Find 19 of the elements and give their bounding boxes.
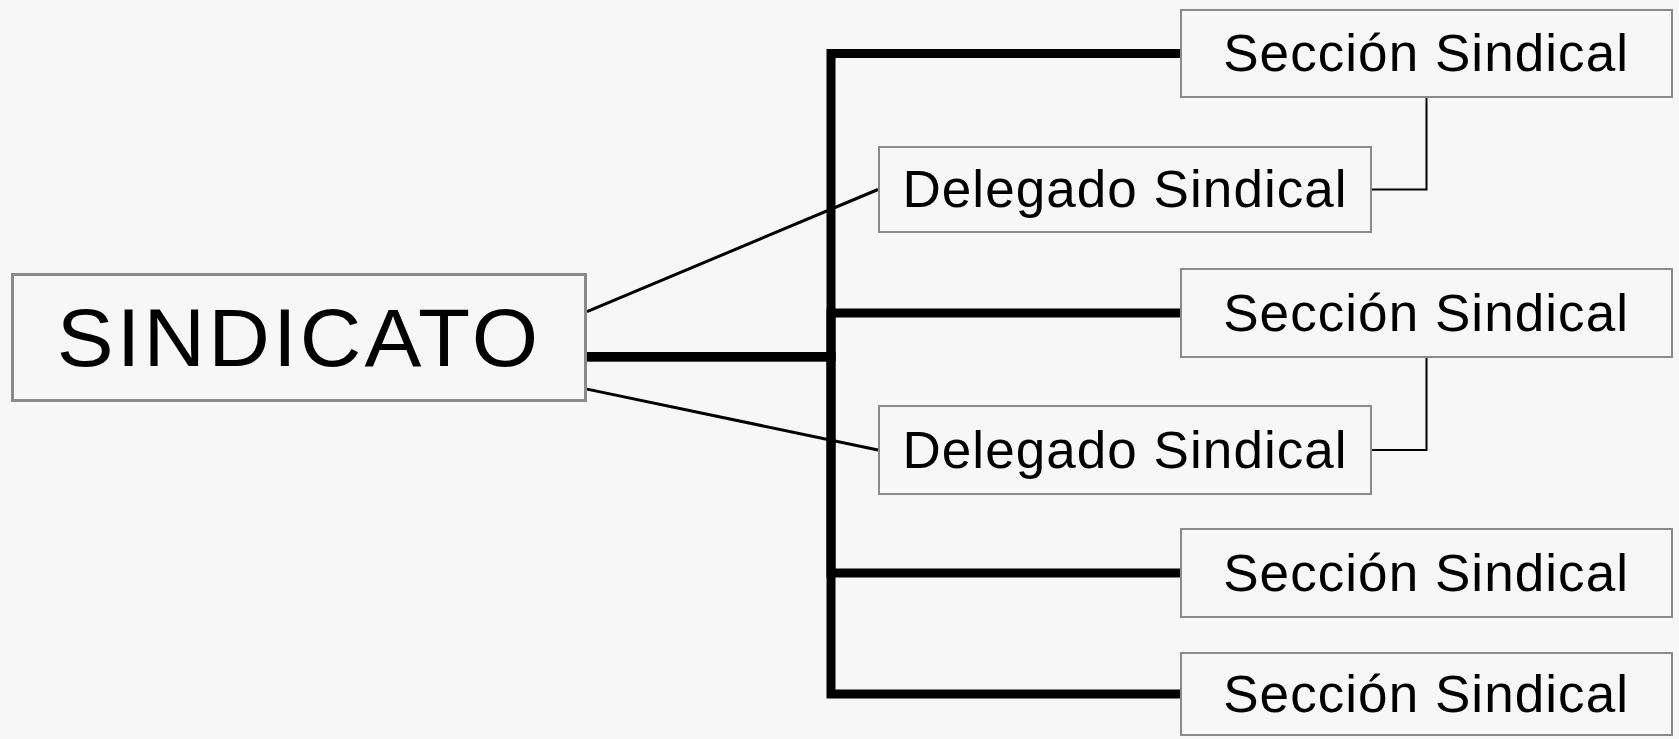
node-label: Sección Sindical: [1223, 664, 1630, 724]
connector-line: [1371, 357, 1428, 451]
connector-line: [1371, 97, 1428, 191]
org-box: [878, 146, 1372, 233]
node-label: SINDICATO: [56, 290, 542, 385]
node-label: Sección Sindical: [1223, 543, 1630, 603]
root-box: [11, 273, 587, 402]
org-box: [878, 405, 1372, 495]
org-box: [1180, 528, 1673, 618]
connector-line: [586, 387, 879, 452]
org-box: [1180, 268, 1673, 358]
connector-line: [587, 352, 1180, 699]
org-box: [1180, 652, 1673, 736]
org-box: [1180, 9, 1673, 98]
node-label: Delegado Sindical: [902, 160, 1348, 219]
node-label: Sección Sindical: [1223, 24, 1630, 83]
node-label: Delegado Sindical: [902, 420, 1348, 480]
node-label: Sección Sindical: [1223, 283, 1630, 343]
connector-line: [586, 188, 879, 314]
